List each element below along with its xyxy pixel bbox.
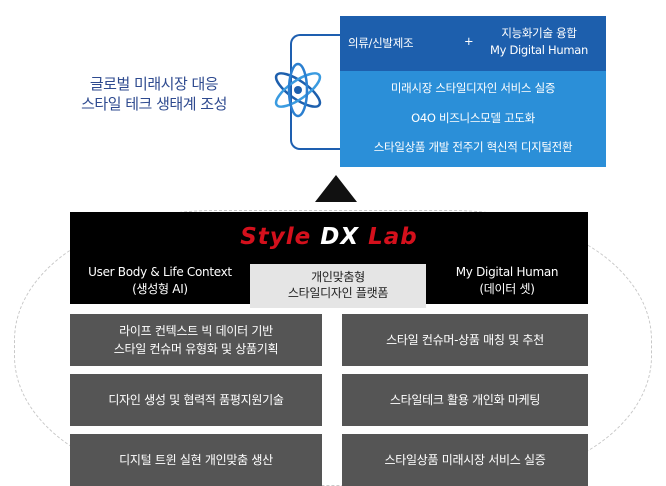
goal-line-2: 스타일 테크 생태계 조성: [81, 95, 227, 113]
capability-line-1: 스타일테크 활용 개인화 마케팅: [389, 393, 541, 407]
lab-title-lab: Lab: [368, 224, 418, 250]
lab-right-line-1: My Digital Human: [455, 265, 559, 279]
connector-bracket: [290, 34, 342, 150]
lab-center-line-2: 스타일디자인 플랫폼: [287, 286, 389, 300]
capability-line-1: 디지털 트윈 실현 개인맞춤 생산: [119, 453, 273, 467]
lab-left-line-2: (생성형 AI): [132, 282, 188, 296]
top-right-line-1: 지능화기술 융합: [501, 26, 577, 40]
capability-box: 라이프 컨텍스트 빅 데이터 기반 스타일 컨슈머 유형화 및 상품기획: [70, 314, 322, 366]
capability-line-1: 스타일상품 미래시장 서비스 실증: [384, 453, 546, 467]
top-right-line-2: My Digital Human: [489, 43, 588, 57]
capability-line-2: 스타일 컨슈머 유형화 및 상품기획: [113, 342, 279, 356]
lab-center-line-1: 개인맞춤형: [311, 270, 365, 284]
top-left-label: 의류/신발제조: [348, 36, 414, 50]
up-arrow-icon: [315, 175, 357, 202]
capability-box: 스타일 컨슈머-상품 매칭 및 추천: [342, 314, 588, 366]
lab-title-style: Style: [240, 224, 312, 250]
lab-title-dx: DX: [320, 224, 360, 250]
objective-item: O4O 비즈니스모델 고도화: [411, 111, 535, 125]
plus-sign: +: [464, 34, 474, 48]
lab-title: Style DX Lab: [70, 224, 588, 250]
atom-icon: [274, 62, 322, 118]
goal-line-1: 글로벌 미래시장 대응: [89, 75, 219, 93]
lab-right-label: My Digital Human (데이터 셋): [426, 264, 588, 298]
ecosystem-goal: 글로벌 미래시장 대응 스타일 테크 생태계 조성: [48, 74, 260, 114]
capability-line-1: 라이프 컨텍스트 빅 데이터 기반: [119, 324, 273, 338]
capability-line-1: 스타일 컨슈머-상품 매칭 및 추천: [386, 333, 544, 347]
capability-line-1: 디자인 생성 및 협력적 품평지원기술: [108, 393, 284, 407]
capability-box: 스타일테크 활용 개인화 마케팅: [342, 374, 588, 426]
objectives-box: 미래시장 스타일디자인 서비스 실증 O4O 비즈니스모델 고도화 스타일상품 …: [340, 71, 606, 167]
lab-left-line-1: User Body & Life Context: [88, 265, 232, 279]
capability-box: 디지털 트윈 실현 개인맞춤 생산: [70, 434, 322, 486]
capability-box: 디자인 생성 및 협력적 품평지원기술: [70, 374, 322, 426]
lab-center-platform: 개인맞춤형 스타일디자인 플랫폼: [250, 264, 426, 308]
tech-fusion-box: 의류/신발제조 + 지능화기술 융합 My Digital Human: [340, 16, 606, 71]
objective-item: 스타일상품 개발 전주기 혁신적 디지털전환: [373, 140, 573, 154]
objective-item: 미래시장 스타일디자인 서비스 실증: [390, 81, 556, 95]
lab-left-label: User Body & Life Context (생성형 AI): [70, 264, 250, 298]
lab-right-line-2: (데이터 셋): [479, 282, 535, 296]
capability-box: 스타일상품 미래시장 서비스 실증: [342, 434, 588, 486]
top-right-label: 지능화기술 융합 My Digital Human: [476, 25, 602, 59]
